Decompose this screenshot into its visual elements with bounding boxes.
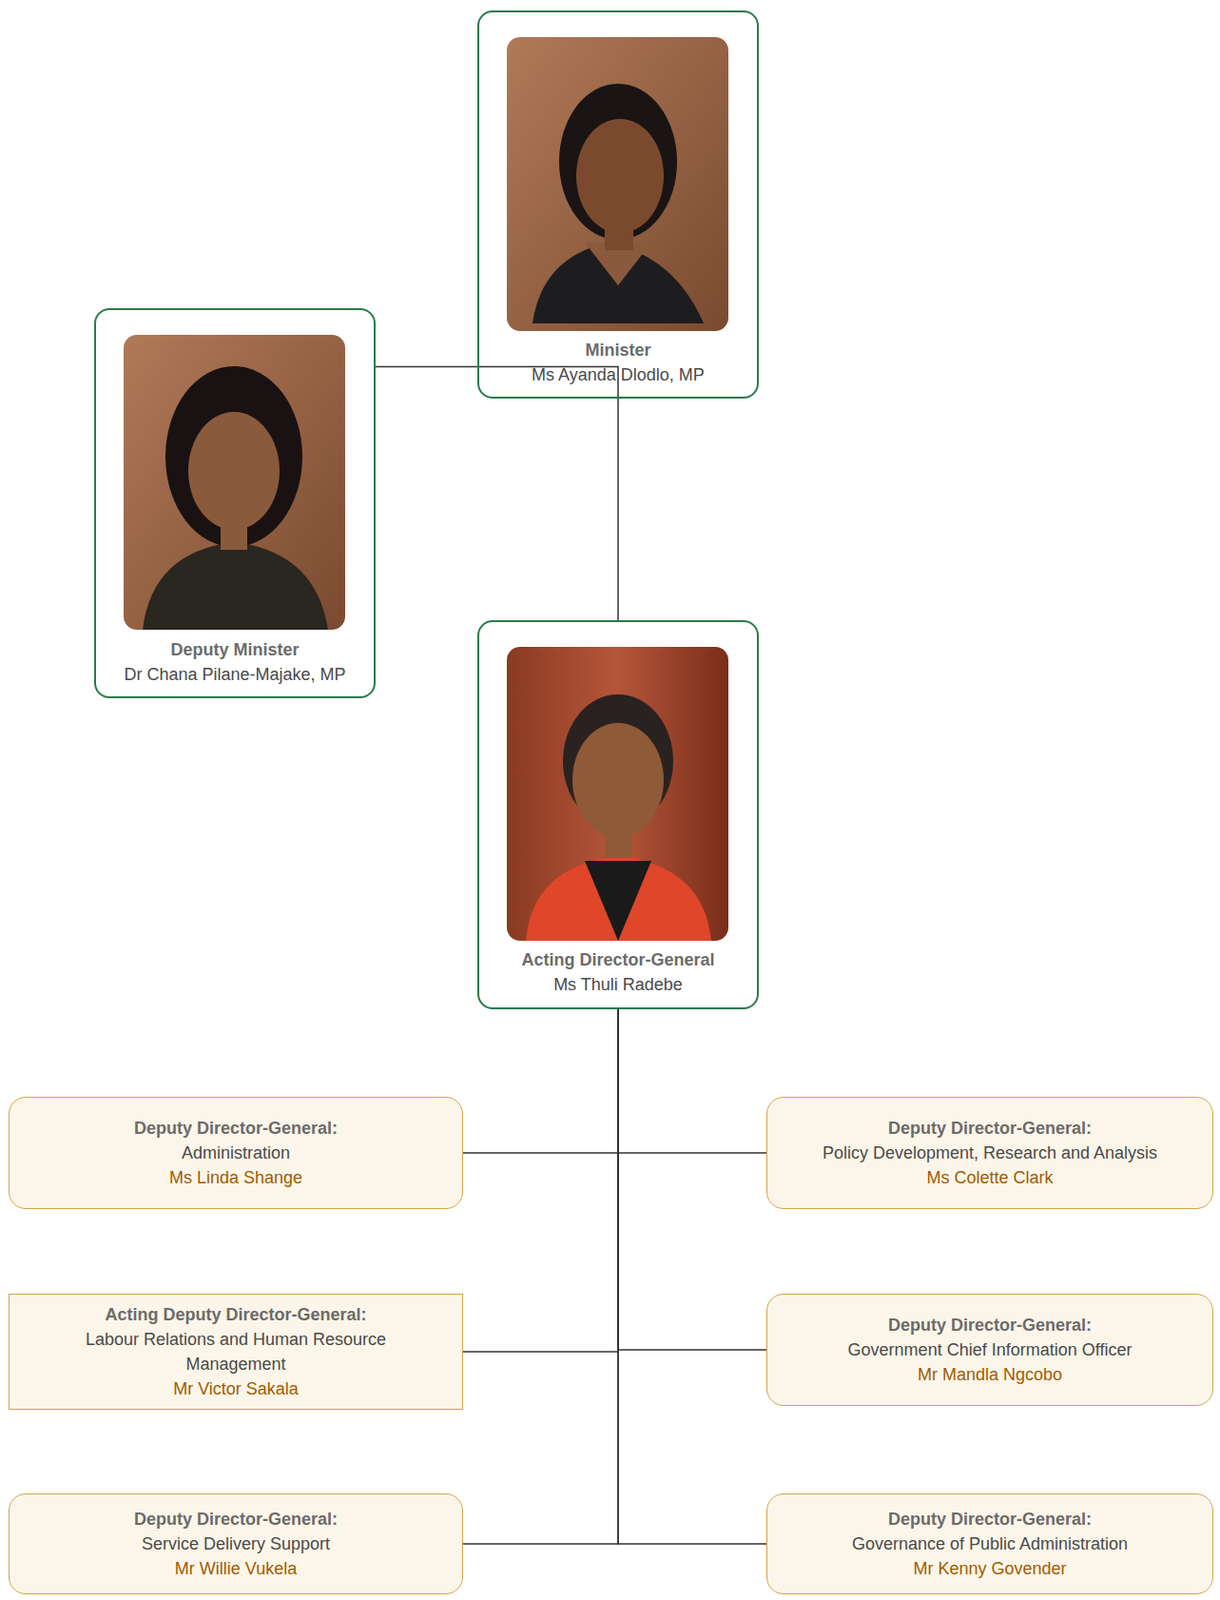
branch-box: Deputy Director-General:Governance of Pu… <box>766 1492 1214 1594</box>
director-general-box: Acting Director-GeneralMs Thuli Radebe <box>477 619 759 1009</box>
branch-name: Labour Relations and Human Resource Mana… <box>47 1326 425 1376</box>
branch-box: Deputy Director-General:Policy Developme… <box>766 1096 1214 1209</box>
position-title: Acting Deputy Director-General: <box>47 1301 425 1327</box>
person-name: Mr Mandla Ngcobo <box>805 1361 1175 1387</box>
portrait-photo <box>506 646 729 941</box>
position-title: Acting Director-General <box>486 947 750 972</box>
branch-name: Administration <box>47 1140 425 1165</box>
position-title: Deputy Director-General: <box>805 1115 1175 1141</box>
person-name: Mr Victor Sakala <box>47 1375 425 1401</box>
branch-box: Deputy Director-General:AdministrationMs… <box>8 1096 464 1209</box>
deputy-minister-box: Deputy MinisterDr Chana Pilane-Majake, M… <box>94 308 376 698</box>
branch-box: Acting Deputy Director-General:Labour Re… <box>8 1293 464 1410</box>
branch-box: Deputy Director-General:Government Chief… <box>766 1293 1214 1406</box>
reporting-line <box>463 1008 619 1153</box>
person-name: Mr Willie Vukela <box>47 1555 425 1581</box>
portrait-photo <box>123 334 346 630</box>
person-name: Ms Colette Clark <box>805 1164 1175 1190</box>
position-title: Minister <box>486 337 750 363</box>
reporting-line <box>617 398 620 620</box>
position-title: Deputy Director-General: <box>47 1506 425 1531</box>
person-name: Ms Linda Shange <box>47 1164 425 1190</box>
branch-box: Deputy Director-General:Service Delivery… <box>8 1492 464 1594</box>
position-title: Deputy Minister <box>103 637 367 662</box>
branch-name: Service Delivery Support <box>47 1530 425 1556</box>
portrait-photo <box>506 37 729 331</box>
reporting-line <box>463 1008 619 1544</box>
person-name: Ms Thuli Radebe <box>486 971 750 997</box>
person-name: Ms Ayanda Dlodlo, MP <box>486 362 750 388</box>
branch-name: Policy Development, Research and Analysi… <box>805 1140 1175 1165</box>
position-title: Deputy Director-General: <box>805 1312 1175 1337</box>
position-title: Deputy Director-General: <box>47 1115 425 1141</box>
reporting-line <box>618 1008 767 1350</box>
person-name: Mr Kenny Govender <box>805 1555 1175 1581</box>
reporting-line <box>618 1008 767 1544</box>
minister-box: MinisterMs Ayanda Dlodlo, MP <box>477 10 759 399</box>
branch-name: Government Chief Information Officer <box>805 1336 1175 1362</box>
branch-name: Governance of Public Administration <box>805 1530 1175 1556</box>
person-name: Dr Chana Pilane-Majake, MP <box>103 661 367 687</box>
reporting-line <box>463 1008 619 1352</box>
reporting-line <box>618 1008 767 1153</box>
position-title: Deputy Director-General: <box>805 1506 1175 1531</box>
